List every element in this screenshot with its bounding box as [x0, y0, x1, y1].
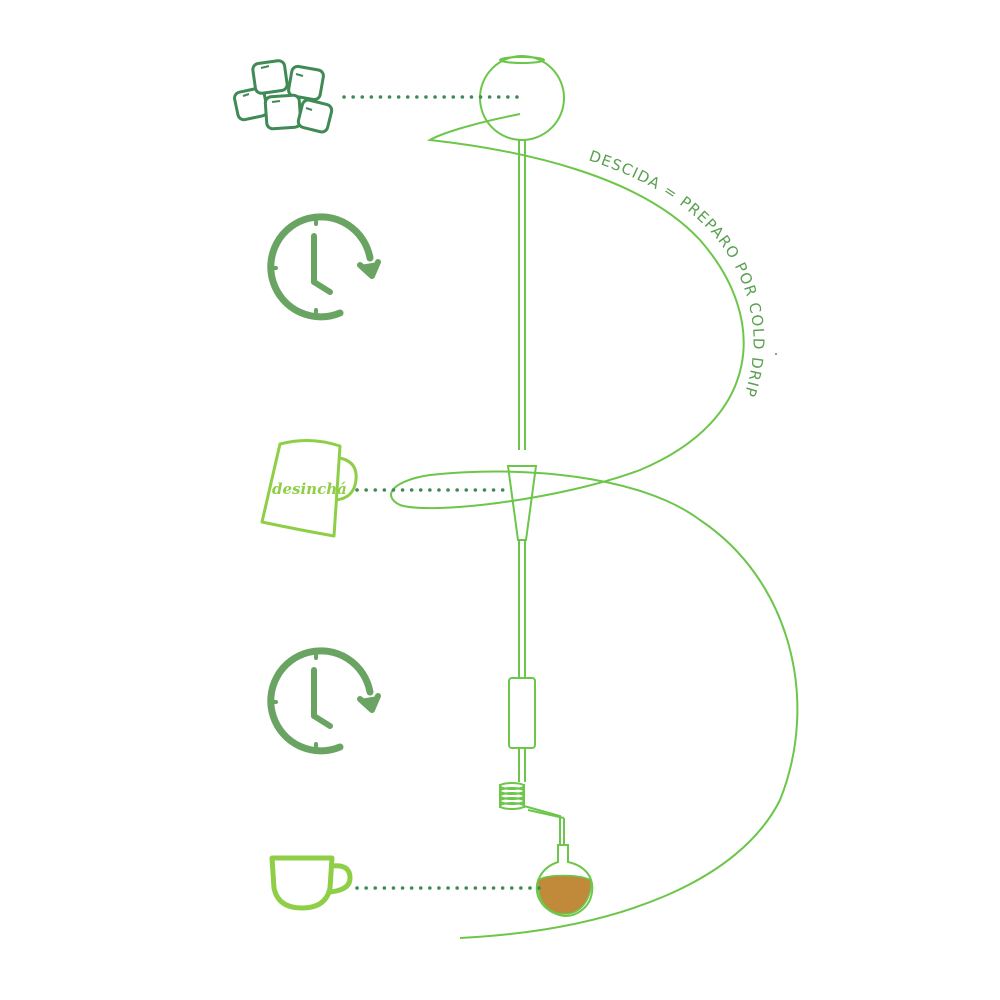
curve-label: DESCIDA = PREPARO POR COLD DRIP — [587, 147, 768, 400]
dotted-connectors — [342, 95, 542, 890]
cooling-coil — [499, 782, 525, 810]
drip-cylinder — [508, 677, 536, 749]
cup-icon — [269, 855, 353, 911]
mug-brand-text: desinchá — [272, 480, 347, 498]
desincha-mug-icon: desinchá — [260, 439, 358, 538]
ice-chamber — [479, 55, 565, 141]
speck — [775, 353, 777, 355]
cold-drip-apparatus — [479, 55, 594, 918]
clock-rotate-icon — [267, 647, 381, 755]
clock-rotate-icon — [267, 213, 381, 321]
flask-tea-fill — [537, 874, 592, 915]
tea-funnel — [506, 465, 538, 541]
flow-curve — [390, 113, 799, 939]
ice-chamber-mouth — [499, 56, 545, 64]
flow-curve-top — [390, 113, 799, 939]
ice-cubes-icon — [233, 59, 334, 134]
